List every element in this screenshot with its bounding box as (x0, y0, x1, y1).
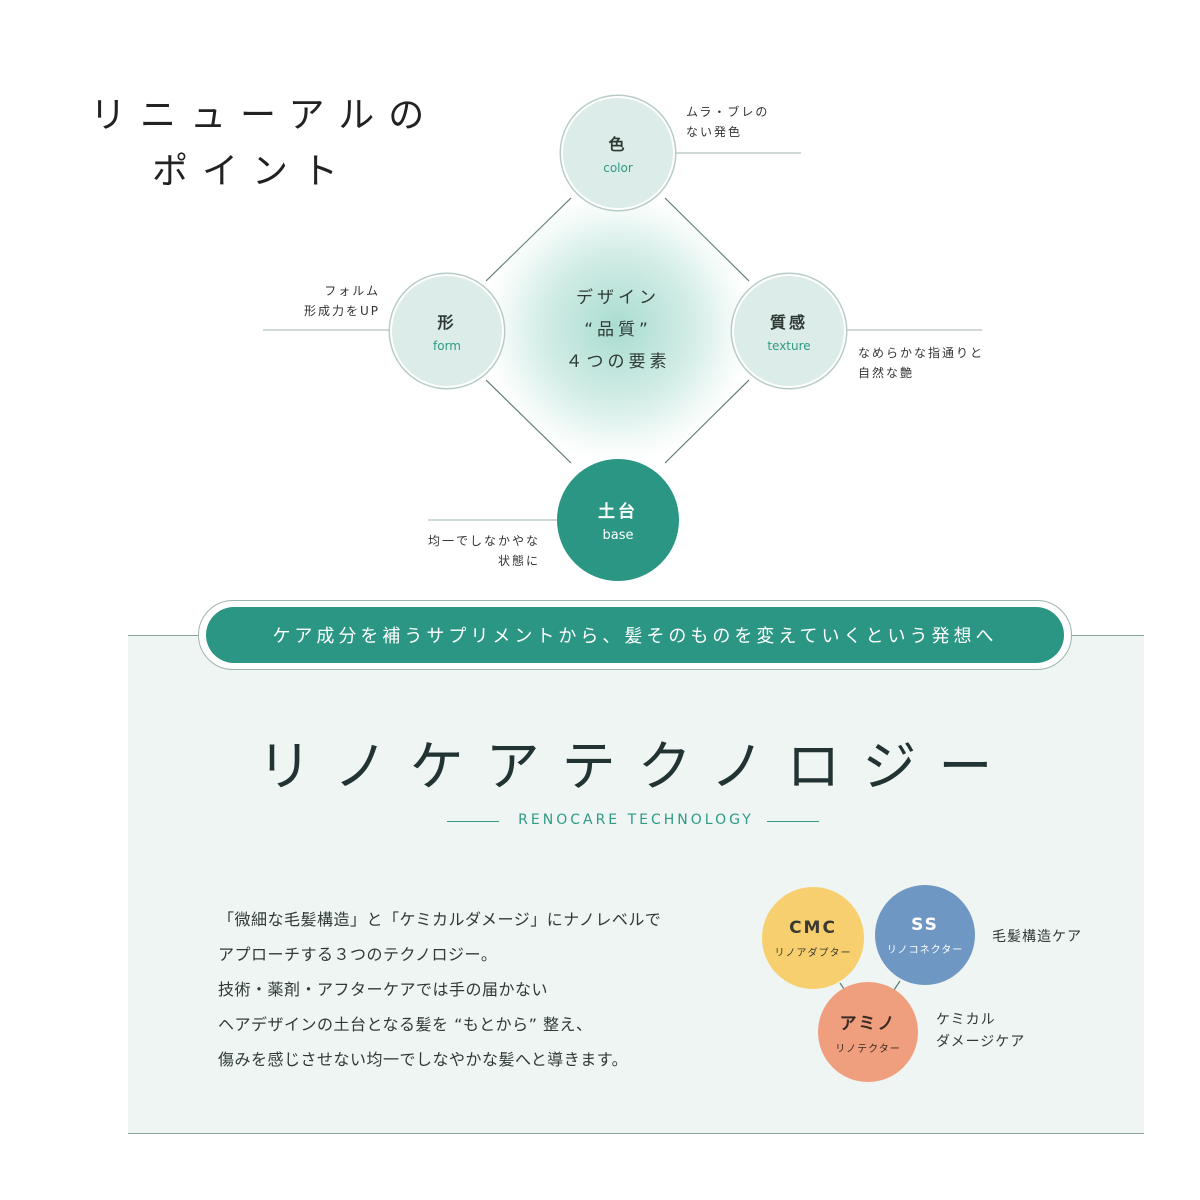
note-chemical-line-1: ケミカル (936, 1012, 996, 1028)
note-color-line-2: ない発色 (686, 125, 743, 139)
ball-amino-name: アミノ (839, 1014, 897, 1034)
technology-panel (128, 636, 1144, 1134)
node-form-jp: 形 (437, 313, 457, 332)
node-color-en: color (603, 161, 633, 175)
note-structure-care: 毛髪構造ケア (992, 929, 1082, 945)
ball-ss: SS リノコネクター (875, 885, 975, 985)
banner: ケア成分を補うサプリメントから、髪そのものを変えていくという発想へ (206, 607, 1064, 663)
panel-bottom-divider (128, 1133, 1144, 1134)
node-color: 色 color (561, 96, 675, 210)
node-texture-jp: 質感 (769, 313, 808, 332)
node-base: 土台 base (557, 459, 679, 581)
note-form-line-2: 形成力をUP (303, 304, 380, 318)
node-base-en: base (602, 528, 634, 543)
ball-ss-name: SS (911, 914, 939, 935)
ball-ss-sub: リノコネクター (886, 944, 964, 956)
subtitle-rule-right (767, 821, 819, 822)
technology-description: 「微細な毛髪構造」と「ケミカルダメージ」にナノレベルで アプローチする３つのテク… (218, 902, 661, 1077)
description-line: ヘアデザインの土台となる髪を “もとから” 整え、 (218, 1015, 593, 1034)
description-line: 傷みを感じさせない均一でしなやかな髪へと導きます。 (218, 1050, 629, 1069)
description-line: 技術・薬剤・アフターケアでは手の届かない (218, 980, 549, 999)
center-label: デザイン “品質” ４つの要素 (518, 282, 718, 378)
technology-subtitle: RENOCARE TECHNOLOGY (518, 812, 754, 828)
note-base-line-2: 状態に (497, 554, 540, 568)
title-line-2: ポイント (152, 151, 353, 192)
description-line: アプローチする３つのテクノロジー。 (218, 945, 498, 964)
ball-cmc-sub: リノアダプター (774, 947, 852, 959)
subtitle-rule-left (447, 821, 499, 822)
technology-title: リノケアテクノロジー (257, 735, 1015, 798)
note-color: ムラ・ブレの ない発色 (686, 102, 769, 142)
note-chemical-care: ケミカル ダメージケア (936, 1009, 1025, 1053)
node-texture: 質感 texture (732, 274, 846, 388)
node-form: 形 form (390, 274, 504, 388)
ball-cmc-name: CMC (789, 917, 837, 938)
ball-amino: アミノ リノテクター (818, 982, 918, 1082)
center-glow (485, 195, 750, 460)
note-texture-line-1: なめらかな指通りと (858, 346, 985, 360)
banner-text: ケア成分を補うサプリメントから、髪そのものを変えていくという発想へ (272, 626, 998, 647)
description-line: 「微細な毛髪構造」と「ケミカルダメージ」にナノレベルで (218, 910, 662, 929)
node-color-jp: 色 (608, 135, 628, 154)
center-line-3: ４つの要素 (565, 352, 671, 372)
node-form-en: form (433, 339, 461, 353)
note-chemical-line-2: ダメージケア (936, 1034, 1026, 1050)
ball-amino-sub: リノテクター (835, 1044, 901, 1055)
ball-cmc: CMC リノアダプター (762, 887, 864, 989)
page-title: リニューアルの ポイント (90, 88, 438, 200)
center-line-2: “品質” (584, 320, 652, 340)
node-texture-en: texture (767, 339, 811, 353)
note-form-line-1: フォルム (324, 284, 380, 298)
note-texture-line-2: 自然な艶 (858, 366, 915, 380)
note-texture: なめらかな指通りと 自然な艶 (858, 343, 984, 383)
node-base-jp: 土台 (598, 502, 638, 522)
note-base: 均一でしなかやな 状態に (398, 531, 540, 571)
note-base-line-1: 均一でしなかやな (427, 534, 540, 548)
connector-ss-amino (893, 980, 901, 991)
note-form: フォルム 形成力をUP (240, 281, 380, 321)
center-line-1: デザイン (576, 288, 660, 308)
note-color-line-1: ムラ・ブレの (686, 105, 770, 119)
title-line-1: リニューアルの (90, 95, 439, 136)
